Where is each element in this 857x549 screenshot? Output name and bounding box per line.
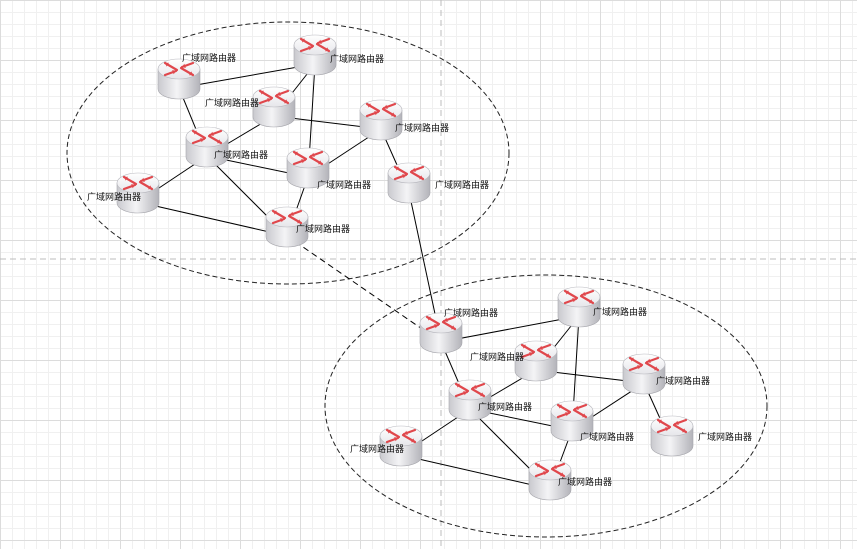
router-label: 广域网路由器 xyxy=(205,97,259,109)
router-t2[interactable]: 广域网路由器 xyxy=(293,34,384,76)
router-icon xyxy=(185,126,229,168)
network-group-bottom xyxy=(324,274,768,538)
router-label: 广域网路由器 xyxy=(698,431,752,443)
router-icon xyxy=(528,459,572,501)
router-t9[interactable]: 广域网路由器 xyxy=(265,206,350,248)
router-label: 广域网路由器 xyxy=(395,122,449,134)
router-icon xyxy=(557,286,601,328)
router-label: 广域网路由器 xyxy=(87,191,141,203)
router-icon xyxy=(116,172,160,214)
router-label: 广域网路由器 xyxy=(656,375,710,387)
router-t6[interactable]: 广域网路由器 xyxy=(286,147,371,191)
router-icon xyxy=(387,162,431,204)
router-label: 广域网路由器 xyxy=(182,52,236,64)
router-icon xyxy=(293,34,337,76)
router-t4[interactable]: 广域网路由器 xyxy=(185,126,268,168)
router-t1[interactable]: 广域网路由器 xyxy=(157,52,236,100)
router-label: 广域网路由器 xyxy=(558,476,612,488)
router-label: 广域网路由器 xyxy=(580,431,634,443)
router-t3[interactable]: 广域网路由器 xyxy=(205,86,296,128)
router-icon xyxy=(379,425,423,467)
router-label: 广域网路由器 xyxy=(350,443,404,455)
link-t9-b1[interactable] xyxy=(286,235,442,343)
router-label: 广域网路由器 xyxy=(478,401,532,413)
link-t7-t9[interactable] xyxy=(137,201,288,237)
router-b6[interactable]: 广域网路由器 xyxy=(550,400,634,443)
router-label: 广域网路由器 xyxy=(470,351,524,363)
router-label: 广域网路由器 xyxy=(444,307,498,319)
link-b7-b9[interactable] xyxy=(400,454,551,490)
router-t7[interactable]: 广域网路由器 xyxy=(87,172,160,214)
router-icon xyxy=(514,340,558,382)
router-b4[interactable]: 广域网路由器 xyxy=(448,379,532,421)
router-label: 广域网路由器 xyxy=(593,306,647,318)
router-icon xyxy=(550,400,594,442)
router-icon xyxy=(448,379,492,421)
router-b2[interactable]: 广域网路由器 xyxy=(557,286,647,328)
router-icon xyxy=(157,58,201,100)
router-icon xyxy=(650,415,694,457)
router-b8[interactable]: 广域网路由器 xyxy=(650,415,752,457)
router-icon xyxy=(622,353,666,395)
router-icon xyxy=(359,99,403,141)
router-label: 广域网路由器 xyxy=(296,223,350,235)
link-b1-b2[interactable] xyxy=(440,315,580,343)
router-icon xyxy=(419,312,463,354)
router-t5[interactable]: 广域网路由器 xyxy=(359,99,449,141)
router-label: 广域网路由器 xyxy=(317,179,371,191)
router-icon xyxy=(265,206,309,248)
router-b7[interactable]: 广域网路由器 xyxy=(350,425,423,467)
router-b3[interactable]: 广域网路由器 xyxy=(470,340,558,382)
network-group-top xyxy=(66,21,510,285)
router-b1[interactable]: 广域网路由器 xyxy=(419,307,498,354)
router-label: 广域网路由器 xyxy=(330,53,384,65)
router-icon xyxy=(286,147,330,189)
router-icon xyxy=(252,86,296,128)
router-label: 广域网路由器 xyxy=(214,149,268,161)
router-b9[interactable]: 广域网路由器 xyxy=(528,459,612,501)
router-label: 广域网路由器 xyxy=(435,179,489,191)
router-b5[interactable]: 广域网路由器 xyxy=(622,353,710,395)
router-t8[interactable]: 广域网路由器 xyxy=(387,162,489,204)
link-t1-t2[interactable] xyxy=(178,63,316,89)
